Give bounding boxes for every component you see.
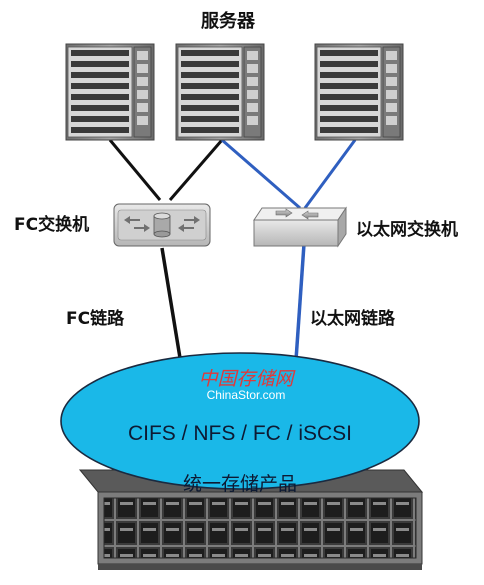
unified-storage-ellipse bbox=[60, 352, 420, 490]
server-1 bbox=[65, 43, 155, 141]
ethernet-switch-label: 以太网交换机 bbox=[356, 219, 458, 240]
unified-storage-label: 统一存储产品 bbox=[183, 473, 297, 495]
server-2 bbox=[175, 43, 265, 141]
fc-link-label: FC链路 bbox=[66, 308, 125, 329]
ethernet-switch bbox=[253, 206, 347, 248]
eth-line-server3 bbox=[303, 139, 357, 209]
fc-line-server2 bbox=[168, 139, 224, 201]
server-3 bbox=[314, 43, 404, 141]
fc-line-server1 bbox=[108, 139, 162, 201]
watermark-en: ChinaStor.com bbox=[207, 388, 286, 402]
eth-link-line bbox=[294, 243, 306, 361]
eth-line-server2 bbox=[221, 138, 301, 210]
fc-switch bbox=[113, 203, 211, 247]
fc-switch-label: FC交换机 bbox=[14, 214, 89, 235]
fc-switch-arrows bbox=[124, 216, 200, 232]
connection-lines bbox=[108, 138, 357, 365]
watermark-cn: 中国存储网 bbox=[198, 368, 296, 390]
ethernet-switch-arrows bbox=[275, 208, 319, 220]
servers-title: 服务器 bbox=[201, 10, 256, 32]
fc-link-line bbox=[160, 247, 183, 365]
protocols-label: CIFS / NFS / FC / iSCSI bbox=[128, 422, 352, 445]
database-icon bbox=[153, 212, 171, 238]
ethernet-link-label: 以太网链路 bbox=[310, 308, 396, 329]
